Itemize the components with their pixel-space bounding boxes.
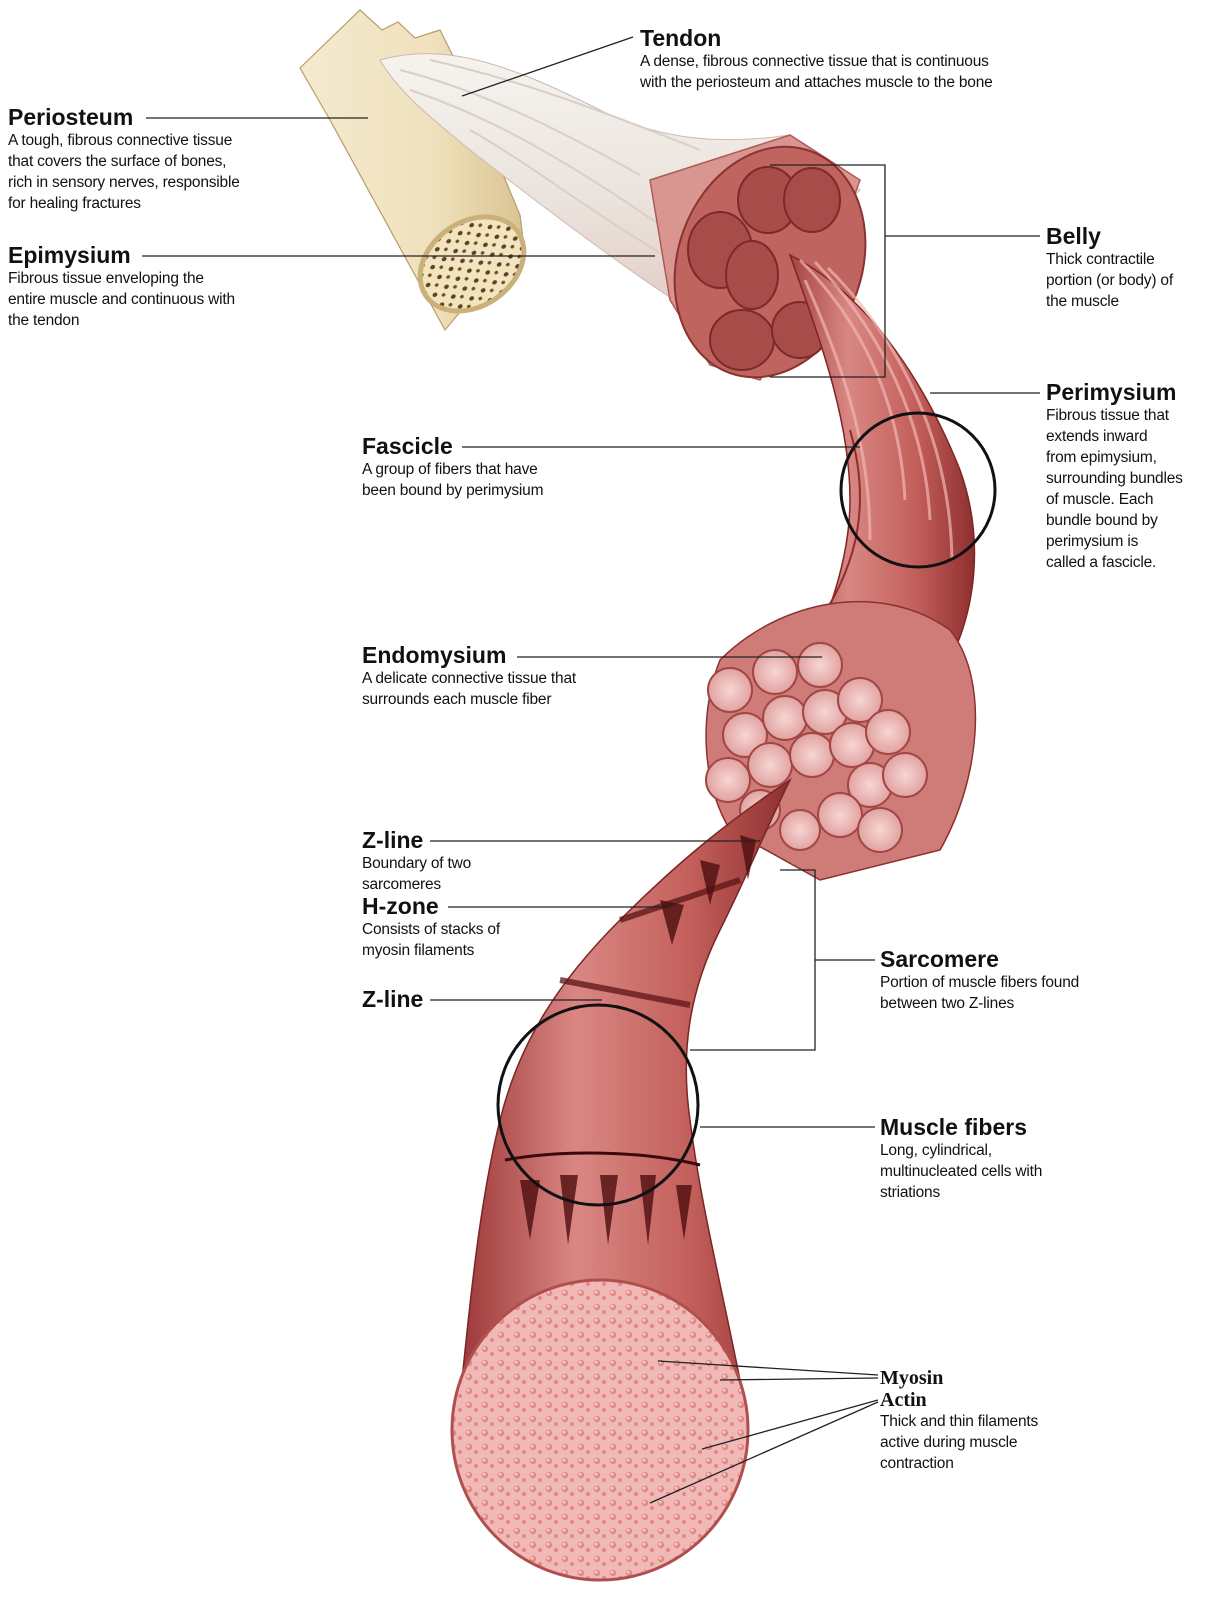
myosin-title: Myosin [880, 1367, 1038, 1389]
label-h-zone: H-zone Consists of stacks of myosin fila… [362, 894, 500, 961]
muscle-fibers-desc-1: Long, cylindrical, [880, 1140, 1042, 1161]
fascicle-desc-2: been bound by perimysium [362, 480, 543, 501]
label-fascicle: Fascicle A group of fibers that have bee… [362, 434, 543, 501]
muscle-fibers-desc-3: striations [880, 1182, 1042, 1203]
sarcomere-title: Sarcomere [880, 947, 1079, 972]
endomysium-desc-1: A delicate connective tissue that [362, 668, 576, 689]
epimysium-desc-1: Fibrous tissue enveloping the [8, 268, 235, 289]
tendon-desc-2: with the periosteum and attaches muscle … [640, 72, 993, 93]
myofibril-cross-section [452, 1280, 748, 1580]
periosteum-title: Periosteum [8, 105, 240, 130]
tendon-title: Tendon [640, 26, 993, 51]
sarcomere-desc-1: Portion of muscle fibers found [880, 972, 1079, 993]
muscle-fiber [452, 780, 790, 1580]
actin-desc-1: Thick and thin filaments [880, 1411, 1038, 1432]
muscle-fibers-title: Muscle fibers [880, 1115, 1042, 1140]
label-muscle-fibers: Muscle fibers Long, cylindrical, multinu… [880, 1115, 1042, 1203]
label-periosteum: Periosteum A tough, fibrous connective t… [8, 105, 240, 214]
actin-title: Actin [880, 1389, 1038, 1411]
label-epimysium: Epimysium Fibrous tissue enveloping the … [8, 243, 235, 331]
z-line-top-desc-1: Boundary of two [362, 853, 471, 874]
label-endomysium: Endomysium A delicate connective tissue … [362, 643, 576, 710]
h-zone-title: H-zone [362, 894, 500, 919]
h-zone-desc-2: myosin filaments [362, 940, 500, 961]
periosteum-desc-3: rich in sensory nerves, responsible [8, 172, 240, 193]
label-tendon: Tendon A dense, fibrous connective tissu… [640, 26, 993, 93]
z-line-top-desc-2: sarcomeres [362, 874, 471, 895]
z-line-top-title: Z-line [362, 828, 471, 853]
perimysium-desc-5: of muscle. Each [1046, 489, 1183, 510]
label-belly: Belly Thick contractile portion (or body… [1046, 224, 1173, 312]
belly-desc-3: the muscle [1046, 291, 1173, 312]
periosteum-desc-2: that covers the surface of bones, [8, 151, 240, 172]
actin-desc-3: contraction [880, 1453, 1038, 1474]
fascicle-desc-1: A group of fibers that have [362, 459, 543, 480]
epimysium-desc-3: the tendon [8, 310, 235, 331]
muscle-fibers-desc-2: multinucleated cells with [880, 1161, 1042, 1182]
label-z-line-top: Z-line Boundary of two sarcomeres [362, 828, 471, 895]
sarcomere-desc-2: between two Z-lines [880, 993, 1079, 1014]
h-zone-desc-1: Consists of stacks of [362, 919, 500, 940]
perimysium-desc-1: Fibrous tissue that [1046, 405, 1183, 426]
perimysium-title: Perimysium [1046, 380, 1183, 405]
label-sarcomere: Sarcomere Portion of muscle fibers found… [880, 947, 1079, 1014]
perimysium-desc-3: from epimysium, [1046, 447, 1183, 468]
perimysium-desc-2: extends inward [1046, 426, 1183, 447]
label-z-line-bottom: Z-line [362, 987, 423, 1012]
periosteum-desc-1: A tough, fibrous connective tissue [8, 130, 240, 151]
perimysium-desc-4: surrounding bundles [1046, 468, 1183, 489]
epimysium-title: Epimysium [8, 243, 235, 268]
perimysium-desc-7: perimysium is [1046, 531, 1183, 552]
label-myosin-actin: Myosin Actin Thick and thin filaments ac… [880, 1367, 1038, 1474]
actin-desc-2: active during muscle [880, 1432, 1038, 1453]
endomysium-title: Endomysium [362, 643, 576, 668]
belly-title: Belly [1046, 224, 1173, 249]
belly-desc-1: Thick contractile [1046, 249, 1173, 270]
perimysium-desc-8: called a fascicle. [1046, 552, 1183, 573]
tendon-desc-1: A dense, fibrous connective tissue that … [640, 51, 993, 72]
endomysium-desc-2: surrounds each muscle fiber [362, 689, 576, 710]
epimysium-desc-2: entire muscle and continuous with [8, 289, 235, 310]
label-perimysium: Perimysium Fibrous tissue that extends i… [1046, 380, 1183, 573]
fascicle-title: Fascicle [362, 434, 543, 459]
periosteum-desc-4: for healing fractures [8, 193, 240, 214]
belly-desc-2: portion (or body) of [1046, 270, 1173, 291]
z-line-bottom-title: Z-line [362, 987, 423, 1012]
perimysium-desc-6: bundle bound by [1046, 510, 1183, 531]
